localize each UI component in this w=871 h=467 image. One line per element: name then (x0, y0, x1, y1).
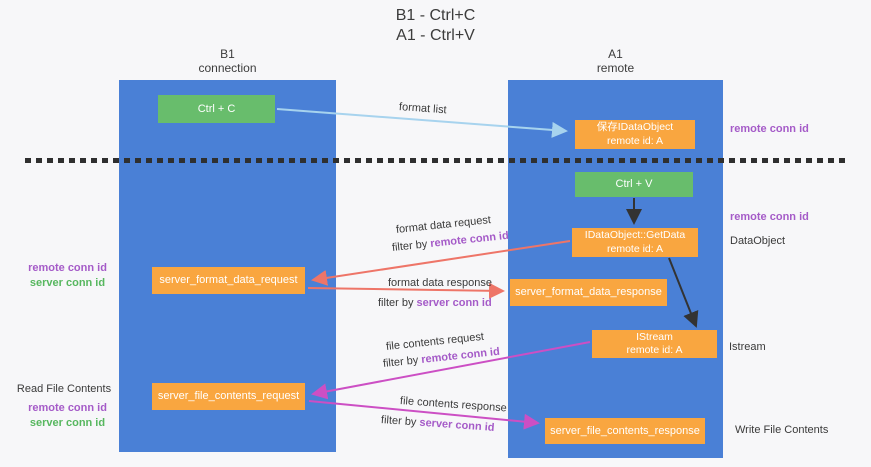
lane-b1-subtitle: connection (198, 61, 257, 76)
node-server-file-contents-response-label: server_file_contents_response (550, 424, 700, 437)
node-istream-line1: IStream (636, 330, 673, 343)
left-label-remote-conn-id-bottom: remote conn id (28, 402, 107, 414)
right-label-dataobject: DataObject (730, 235, 786, 247)
node-server-file-contents-request: server_file_contents_request (152, 383, 305, 410)
arrow-label-format-list: format list (398, 101, 447, 117)
node-ctrl-v: Ctrl + V (575, 172, 693, 197)
node-server-format-data-request: server_format_data_request (152, 267, 305, 294)
right-label-write-file-contents: Write File Contents (735, 424, 829, 436)
node-idataobject-getdata: IDataObject::GetData remote id: A (572, 228, 698, 257)
node-save-idataobject-line2: remote id: A (606, 134, 664, 147)
arrow-label-format-data-response: format data response (388, 277, 492, 289)
node-ctrl-v-label: Ctrl + V (615, 178, 653, 191)
node-server-file-contents-response: server_file_contents_response (545, 418, 705, 444)
right-label-remote-conn-id-top: remote conn id (730, 123, 809, 135)
right-label-istream: Istream (729, 341, 766, 353)
filter-by-text: filter by (378, 297, 417, 309)
right-label-remote-conn-id-mid: remote conn id (730, 211, 809, 223)
node-server-format-data-response: server_format_data_response (510, 279, 667, 306)
left-label-server-conn-id-mid: server conn id (29, 277, 106, 289)
filter-key-remote-conn-id: remote conn id (420, 345, 501, 366)
lane-caption-b1: B1 connection (119, 47, 336, 76)
node-getdata-line2: remote id: A (606, 242, 664, 255)
lane-a1-subtitle: remote (596, 61, 635, 76)
filter-by-text: filter by (380, 414, 420, 429)
node-save-idataobject-line1: 保存IDataObject (596, 121, 674, 134)
filter-by-text: filter by (391, 238, 431, 254)
filter-by-text: filter by (382, 354, 422, 370)
left-label-server-conn-id-bottom: server conn id (29, 417, 106, 429)
filter-key-server-conn-id: server conn id (419, 416, 495, 434)
filter-key-remote-conn-id: remote conn id (429, 229, 510, 250)
node-getdata-line1: IDataObject::GetData (584, 229, 686, 242)
node-istream: IStream remote id: A (592, 330, 717, 358)
arrow-label-format-data-response-filter: filter by server conn id (378, 297, 492, 309)
node-istream-line2: remote id: A (626, 344, 683, 356)
lane-a1-title: A1 (608, 47, 623, 61)
node-server-format-data-response-label: server_format_data_response (515, 286, 662, 299)
node-server-file-contents-request-label: server_file_contents_request (157, 390, 300, 403)
diagram-title: B1 - Ctrl+C A1 - Ctrl+V (0, 6, 871, 45)
left-label-read-file-contents: Read File Contents (16, 383, 112, 395)
session-separator-dashed-line (25, 158, 845, 163)
node-server-format-data-request-label: server_format_data_request (159, 274, 298, 287)
left-label-remote-conn-id-mid: remote conn id (28, 262, 107, 274)
lane-caption-a1: A1 remote (508, 47, 723, 76)
lane-b1-title: B1 (220, 47, 235, 61)
arrow-label-file-contents-response: file contents response (399, 395, 508, 415)
arrow-label-file-contents-response-filter: filter by server conn id (381, 414, 495, 434)
title-line-2: A1 - Ctrl+V (396, 26, 475, 44)
node-ctrl-c-label: Ctrl + C (197, 102, 236, 115)
title-line-1: B1 - Ctrl+C (395, 7, 476, 24)
node-save-idataobject: 保存IDataObject remote id: A (575, 120, 695, 149)
filter-key-server-conn-id: server conn id (416, 297, 492, 309)
node-ctrl-c: Ctrl + C (158, 95, 275, 123)
